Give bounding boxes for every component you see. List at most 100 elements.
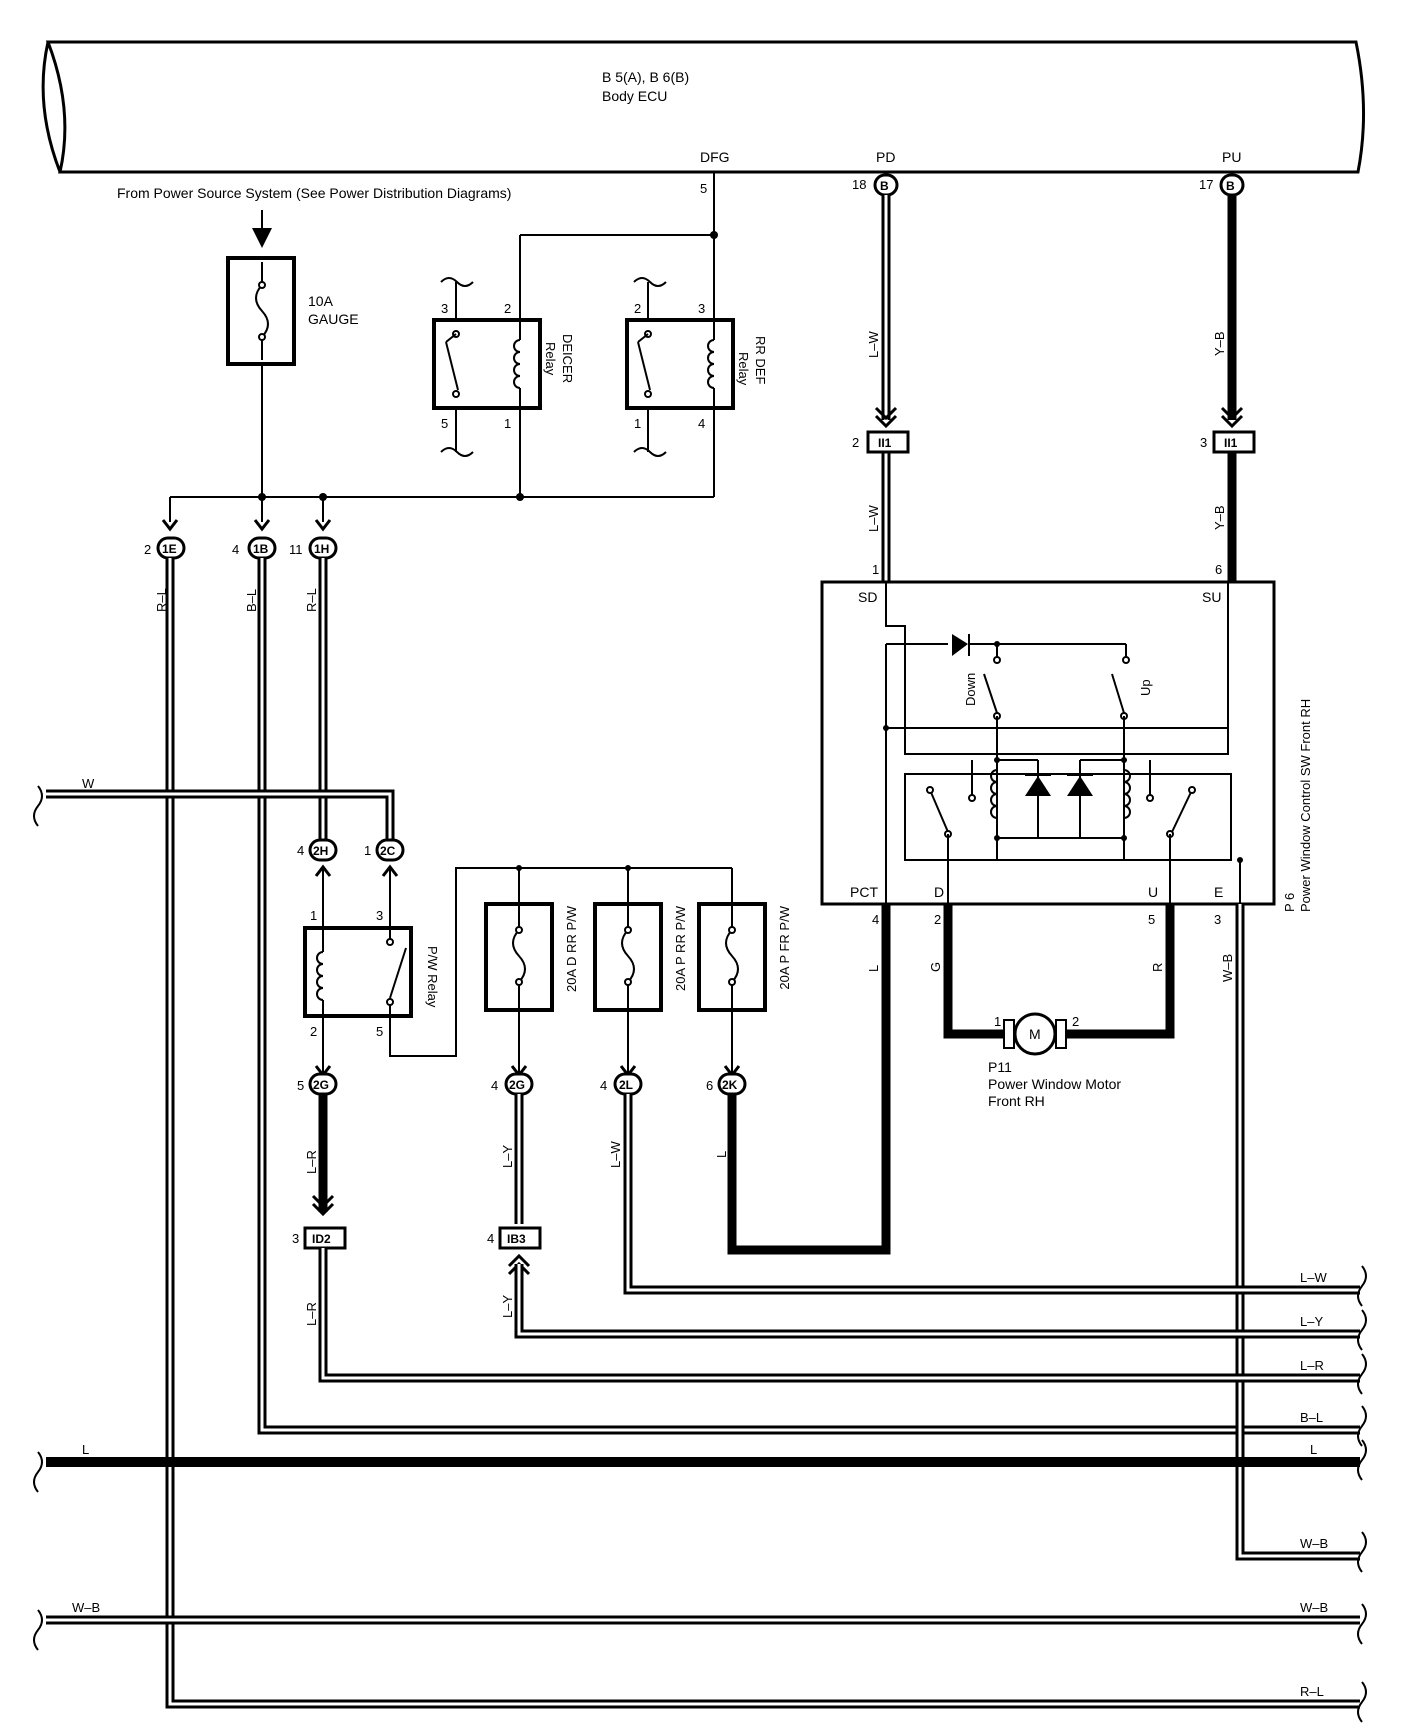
fuse-p-rr-pw-label: 20A P RR P/W [673, 905, 688, 991]
deicer-pin-5: 5 [441, 416, 448, 431]
rr-def-relay: 2 3 1 4 RR DEF Relay [625, 277, 768, 457]
switch-pin-su: SU [1202, 589, 1221, 605]
ecu-connector-pd: 18 B [852, 173, 899, 197]
svg-text:II1: II1 [1224, 436, 1238, 450]
switch-ref: P 6 [1282, 893, 1297, 912]
switch-pin-u-num: 5 [1148, 912, 1155, 927]
switch-pin-e: E [1214, 884, 1223, 900]
svg-text:5: 5 [297, 1078, 304, 1093]
ecu-refs: B 5(A), B 6(B) [602, 69, 689, 85]
svg-text:1: 1 [364, 843, 371, 858]
deicer-relay: 3 2 5 1 DEICER Relay [432, 277, 575, 457]
svg-text:IB3: IB3 [507, 1232, 526, 1246]
wire-label-l-pct: L [866, 965, 881, 972]
connector-1e: 2 1E [144, 519, 186, 560]
switch-pin-d: D [934, 884, 944, 900]
svg-text:2G: 2G [313, 1078, 329, 1092]
svg-text:ID2: ID2 [312, 1232, 331, 1246]
switch-name: Power Window Control SW Front RH [1298, 699, 1313, 912]
right-label-l: L [1310, 1442, 1317, 1457]
motor-name: Power Window Motor [988, 1076, 1121, 1092]
wire-label-rl-1e: R–L [154, 588, 169, 612]
deicer-pin-1: 1 [504, 416, 511, 431]
wire-label-lw-top: L–W [866, 331, 881, 358]
fuse-d-rr-pw-label: 20A D RR P/W [564, 905, 579, 992]
rrdef-pin-2: 2 [634, 301, 641, 316]
motor-symbol: M [1029, 1026, 1041, 1042]
body-ecu: B 5(A), B 6(B) Body ECU DFG PD PU [41, 40, 1365, 174]
pw-relay: 1 3 2 5 P/W Relay [303, 908, 440, 1039]
deicer-type: Relay [543, 342, 558, 376]
motor-ref: P11 [988, 1059, 1012, 1075]
wire-label-w-left: W [82, 776, 95, 791]
svg-text:2: 2 [144, 542, 151, 557]
fuse-p-fr-pw-label: 20A P FR P/W [777, 905, 792, 989]
power-window-control-switch: SD SU 1 6 Down Up [820, 562, 1313, 927]
svg-text:11: 11 [289, 542, 303, 557]
connector-ib3: 4 IB3 [487, 1226, 542, 1276]
svg-text:2C: 2C [380, 844, 396, 858]
rrdef-pin-4: 4 [698, 416, 705, 431]
connector-1b: 4 1B [232, 519, 277, 560]
switch-pin-e-num: 3 [1214, 912, 1221, 927]
wire-label-lw-mid: L–W [866, 505, 881, 532]
power-window-motor: M 1 2 P11 Power Window Motor Front RH [988, 1012, 1121, 1109]
connector-2l: 4 2L [600, 1065, 643, 1096]
connector-2k: 6 2K [706, 1065, 747, 1096]
right-label-lr: L–R [1300, 1358, 1324, 1373]
wire-label-g: G [928, 962, 943, 972]
motor-pin-1: 1 [994, 1014, 1001, 1029]
rrdef-pin-1: 1 [634, 416, 641, 431]
fuse-20a-p-fr-pw: 20A P FR P/W [697, 868, 792, 1074]
connector-2g-b: 4 2G [491, 1065, 534, 1096]
connector-ii1-a: 2 II1 [852, 406, 910, 454]
ecu-pin-dfg: DFG [700, 149, 730, 165]
ecu-dfg-pin-number: 5 [700, 181, 707, 196]
rrdef-pin-3: 3 [698, 301, 705, 316]
svg-text:1H: 1H [314, 542, 329, 556]
pw-relay-pin-2: 2 [310, 1024, 317, 1039]
switch-pin-su-num: 6 [1215, 562, 1222, 577]
right-label-bl: B–L [1300, 1410, 1323, 1425]
ecu-pin-pd: PD [876, 149, 895, 165]
wire-label-lw-2l: L–W [608, 1141, 623, 1168]
right-edge-breaks [1357, 1265, 1367, 1723]
svg-text:B: B [880, 179, 889, 193]
wire-label-wb-left: W–B [72, 1600, 100, 1615]
svg-text:4: 4 [297, 843, 304, 858]
pw-relay-pin-5: 5 [376, 1024, 383, 1039]
rrdef-name: RR DEF [753, 336, 768, 384]
svg-text:2L: 2L [619, 1078, 633, 1092]
rrdef-type: Relay [736, 352, 751, 386]
svg-text:3: 3 [1200, 435, 1207, 450]
fuse-gauge-rating: 10A [308, 293, 334, 309]
wire-label-lr-bottom: L–R [304, 1302, 319, 1326]
svg-text:17: 17 [1199, 177, 1213, 192]
switch-pin-sd: SD [858, 589, 877, 605]
wire-label-yb-mid: Y–B [1212, 505, 1227, 530]
deicer-pin-2: 2 [504, 301, 511, 316]
svg-text:3: 3 [292, 1231, 299, 1246]
pw-relay-pin-3: 3 [376, 908, 383, 923]
svg-text:4: 4 [487, 1231, 494, 1246]
connector-1h: 11 1H [289, 519, 338, 560]
motor-pin-2: 2 [1072, 1014, 1079, 1029]
connector-2g-a: 5 2G [297, 1065, 338, 1096]
deicer-name: DEICER [560, 334, 575, 383]
wire-label-ly-top: L–Y [500, 1145, 515, 1168]
switch-pin-u: U [1148, 884, 1158, 900]
ecu-connector-pu: 17 B [1199, 173, 1245, 197]
power-source-label: From Power Source System (See Power Dist… [117, 185, 511, 201]
deicer-pin-3: 3 [441, 301, 448, 316]
fuse-20a-p-rr-pw: 20A P RR P/W [593, 868, 688, 1074]
wire-label-ly-bottom: L–Y [500, 1295, 515, 1318]
fuse-20a-d-rr-pw: 20A D RR P/W [484, 868, 579, 1074]
right-label-rl: R–L [1300, 1684, 1324, 1699]
svg-text:2H: 2H [313, 844, 328, 858]
svg-text:2K: 2K [722, 1078, 738, 1092]
svg-text:4: 4 [232, 542, 239, 557]
connector-id2: 3 ID2 [292, 1226, 347, 1250]
switch-pin-d-num: 2 [934, 912, 941, 927]
wire-label-rl-1h: R–L [304, 588, 319, 612]
